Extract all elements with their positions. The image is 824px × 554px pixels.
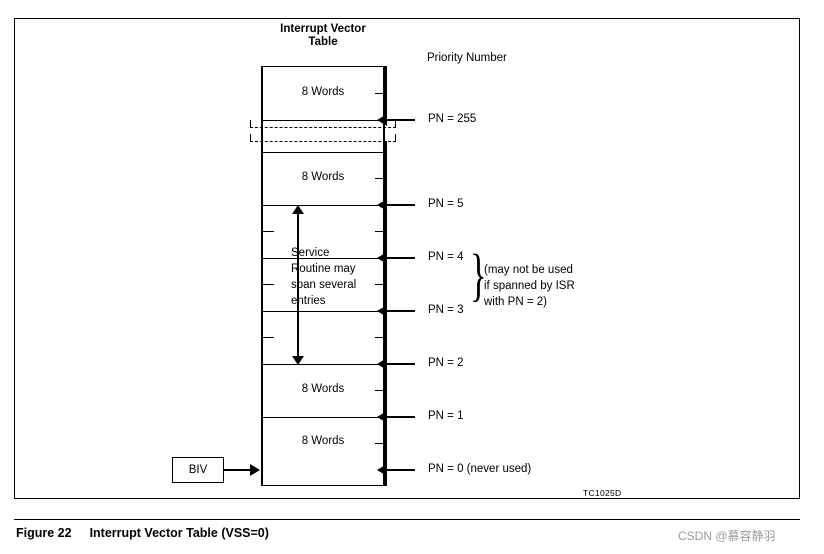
arrow-head-left-icon	[377, 305, 387, 317]
arrow-head-left-icon	[377, 411, 387, 423]
pn-label-5: PN = 5	[428, 198, 464, 210]
pn-rail-upper	[385, 66, 387, 120]
biv-box: BIV	[172, 457, 224, 483]
arrow-shaft	[387, 119, 415, 121]
brace-note: (may not be used if spanned by ISR with …	[484, 262, 604, 310]
vector-table-box	[261, 66, 385, 486]
break-tick-right-top	[395, 120, 396, 128]
tick-left-c	[261, 337, 274, 338]
tick-right-d	[375, 390, 385, 391]
caption-rule	[14, 519, 800, 520]
watermark: CSDN @慕容静羽	[678, 529, 776, 543]
separator-pn1	[261, 417, 385, 418]
separator-below-break	[261, 152, 385, 153]
cell-label-1: 8 Words	[301, 171, 345, 183]
arrow-head-left-icon	[377, 464, 387, 476]
arrow-shaft-vertical	[297, 213, 299, 357]
break-tick-left-top	[250, 120, 251, 128]
arrow-head-up-icon	[292, 205, 304, 214]
tick-right-g	[375, 93, 385, 94]
pn-label-255: PN = 255	[428, 113, 477, 125]
service-routine-note: Service Routine may span several entries	[291, 247, 357, 307]
cell-label-3: 8 Words	[301, 435, 345, 447]
separator-pn2	[261, 364, 385, 365]
tick-left-b	[261, 284, 274, 285]
separator-bottom-of-table	[261, 485, 385, 486]
separator-pn255	[261, 120, 385, 121]
separator-pn5	[261, 205, 385, 206]
break-tick-right-bottom	[395, 134, 396, 142]
figure-caption-text: Interrupt Vector Table (VSS=0)	[89, 526, 269, 540]
brace-icon: }	[470, 242, 487, 307]
arrow-shaft	[387, 416, 415, 418]
arrow-shaft	[387, 257, 415, 259]
arrow-head-right-icon	[250, 464, 260, 476]
arrow-head-left-icon	[377, 252, 387, 264]
brace-note-line-1: (may not be used	[484, 264, 573, 276]
cell-label-0: 8 Words	[301, 86, 345, 98]
separator-pn3	[261, 311, 385, 312]
arrow-head-left-icon	[377, 199, 387, 211]
tick-right-c	[375, 337, 385, 338]
brace-note-line-3: with PN = 2)	[484, 296, 547, 308]
arrow-shaft	[387, 310, 415, 312]
brace-note-line-2: if spanned by ISR	[484, 280, 575, 292]
pn-label-3: PN = 3	[428, 304, 464, 316]
pn-label-2: PN = 2	[428, 357, 464, 369]
table-title-line-1: Interrupt Vector	[280, 23, 366, 35]
tick-right-f	[375, 178, 385, 179]
pn-label-4: PN = 4	[428, 251, 464, 263]
arrow-shaft	[387, 363, 415, 365]
arrow-head-left-icon	[377, 114, 387, 126]
figure-caption-number: Figure 22	[16, 526, 72, 540]
tick-right-a	[375, 231, 385, 232]
arrow-shaft	[387, 204, 415, 206]
priority-number-label: Priority Number	[427, 52, 507, 64]
separator-pn4	[261, 258, 385, 259]
interrupt-vector-table-title: Interrupt Vector Table	[258, 23, 388, 49]
pn-label-0: PN = 0 (never used)	[428, 463, 532, 475]
tick-right-b	[375, 284, 385, 285]
arrow-shaft	[387, 469, 415, 471]
table-break-line-bottom	[250, 141, 396, 142]
isr-span-arrow	[292, 205, 304, 365]
document-id: TC1025D	[583, 488, 622, 498]
biv-arrow-shaft	[224, 469, 252, 471]
table-title-line-2: Table	[308, 36, 338, 48]
arrow-head-down-icon	[292, 356, 304, 365]
figure-caption: Figure 22 Interrupt Vector Table (VSS=0)	[16, 526, 269, 540]
pn-label-1: PN = 1	[428, 410, 464, 422]
separator-top-of-table	[261, 66, 385, 67]
tick-right-e	[375, 443, 385, 444]
cell-label-2: 8 Words	[301, 383, 345, 395]
arrow-head-left-icon	[377, 358, 387, 370]
tick-left-a	[261, 231, 274, 232]
break-tick-left-bottom	[250, 134, 251, 142]
table-break-line-top	[250, 127, 396, 128]
